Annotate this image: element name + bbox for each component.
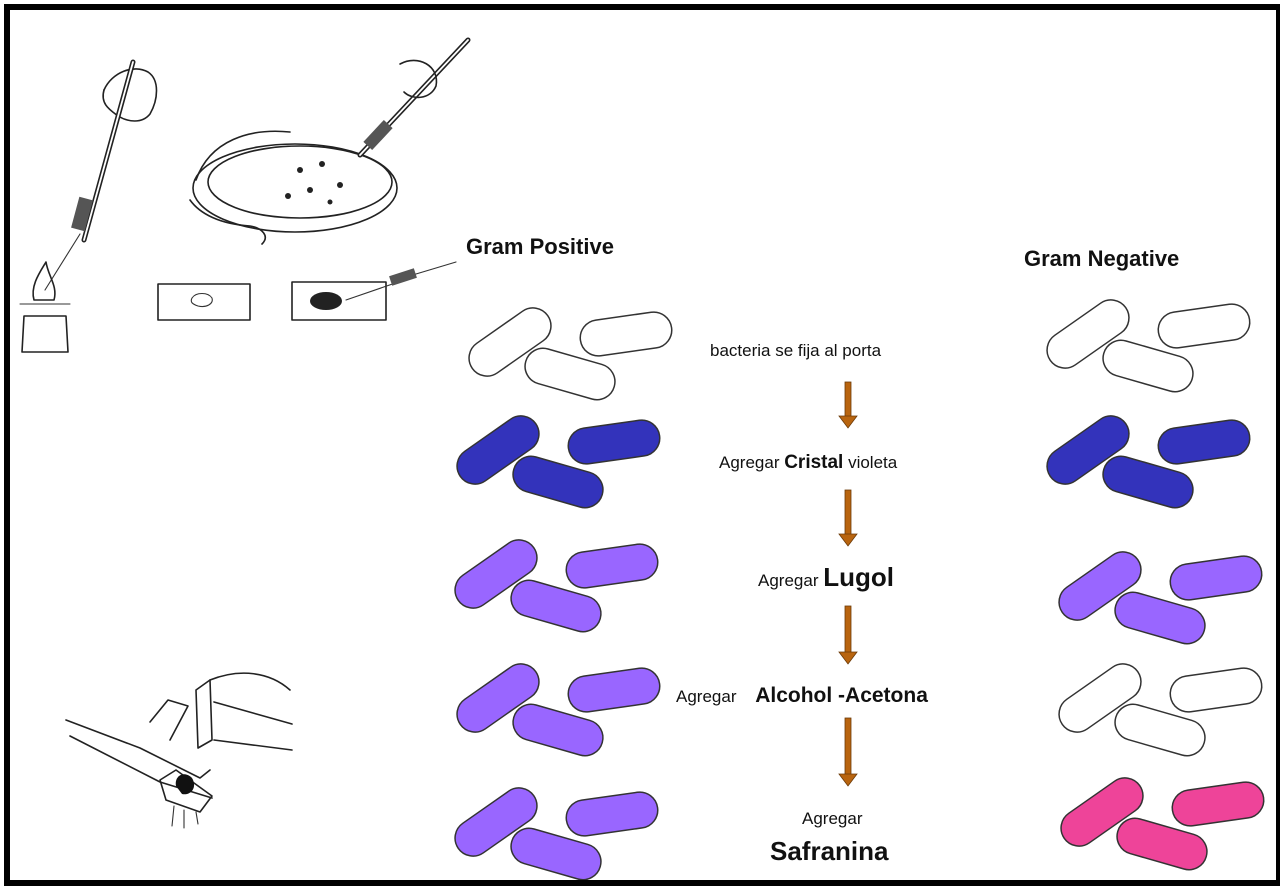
gram-negative-heading: Gram Negative [1024,246,1179,271]
gram-negative-cells [1040,293,1266,874]
step-arrow-head-4 [839,774,857,786]
loop-over-flame-sketch [20,62,157,352]
gram-positive-rod-step3-2 [564,542,660,590]
step-arrow-head-1 [839,416,857,428]
step-2-label: Agregar Cristal violeta [719,452,898,473]
step-2-emph: Cristal [784,452,843,473]
step-4-prefix: Agregar [676,687,741,706]
step-1-text: bacteria se fija al porta [710,341,882,360]
gram-positive-rod-step1-2 [578,310,674,358]
step-arrow-2 [845,490,851,536]
step-3-label: Agregar Lugol [758,562,894,592]
gram-positive-rod-step4-2 [566,666,662,714]
step-1-label: bacteria se fija al porta [710,341,882,360]
staining-rack-sketch [66,673,292,828]
gram-positive-cells [448,301,674,884]
step-3-prefix: Agregar [758,571,823,590]
petri-dish-inoculation-sketch [190,40,468,244]
diagram-frame: Gram Positive Gram Negative bacteria se … [4,4,1280,886]
smear-slides-sketch [158,262,456,320]
step-3-emph: Lugol [823,562,894,592]
gram-positive-rod-step5-2 [564,790,660,838]
step-arrow-head-2 [839,534,857,546]
step-4-emph: Alcohol -Acetona [755,684,928,707]
gram-negative-rod-step3-2 [1168,554,1264,602]
step-arrow-1 [845,382,851,418]
gram-negative-rod-step4-2 [1168,666,1264,714]
gram-negative-rod-step5-2 [1170,780,1266,828]
gram-stain-diagram: Gram Positive Gram Negative bacteria se … [4,4,1280,884]
step-5-prefix: Agregar [802,809,863,828]
gram-negative-rod-step2-2 [1156,418,1252,466]
gram-positive-rod-step2-2 [566,418,662,466]
step-2-suffix: violeta [843,453,897,472]
step-arrow-head-3 [839,652,857,664]
gram-positive-heading: Gram Positive [466,234,614,259]
gram-negative-rod-step1-2 [1156,302,1252,350]
step-arrow-4 [845,718,851,776]
step-4-label: Agregar Alcohol -Acetona [676,684,928,707]
step-arrow-3 [845,606,851,654]
step-5-emph: Safranina [770,836,889,866]
step-2-prefix: Agregar [719,453,784,472]
